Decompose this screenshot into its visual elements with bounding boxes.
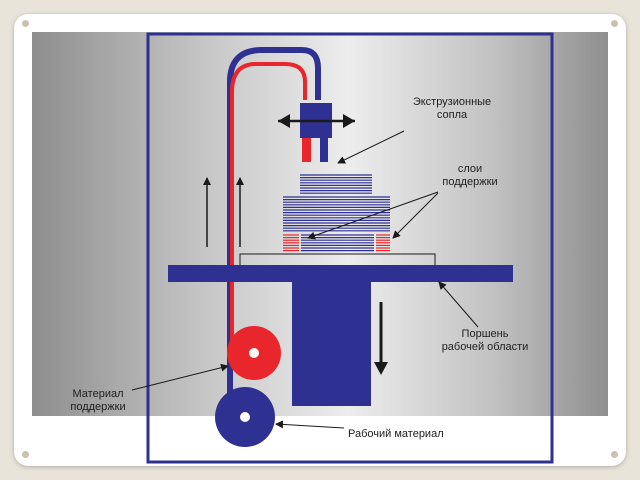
nozzles-leader [337, 130, 405, 164]
piston [292, 280, 371, 406]
nozzles-label-line-1: Экструзионные [412, 96, 492, 108]
support-material-filament [230, 62, 307, 350]
slide-corner-dot [611, 451, 618, 458]
slide-corner-dot [22, 451, 29, 458]
piston-label-line-2: рабочей области [441, 341, 529, 353]
support-material-leader [131, 363, 229, 391]
support-layers-leader-2 [392, 192, 439, 239]
printer-frame [146, 32, 554, 464]
nozzles-label-line-2: сопла [436, 109, 468, 121]
nozzles-label: Экструзионные сопла [392, 96, 512, 122]
printed-part-layers [283, 174, 390, 252]
support-layers-label-line-2: поддержки [442, 176, 498, 188]
build-platform [168, 265, 513, 282]
slide-corner-dot [611, 20, 618, 27]
support-nozzle [302, 138, 311, 162]
build-material-leader [275, 420, 345, 429]
support-material-label: Материал поддержки [58, 388, 138, 414]
build-base-outline [239, 253, 436, 265]
piston-leader [438, 281, 479, 328]
piston-arrow-head [374, 362, 388, 375]
slide-corner-dot [22, 20, 29, 27]
build-material-label: Рабочий материал [348, 428, 444, 440]
support-material-label-line-1: Материал [72, 388, 124, 400]
support-layers-label: слои поддержки [430, 163, 510, 189]
support-material-label-line-2: поддержки [70, 401, 126, 413]
piston-label: Поршень рабочей области [430, 328, 540, 354]
head-arrow-left [278, 114, 290, 128]
piston-label-line-1: Поршень [461, 328, 509, 340]
model-nozzle [320, 138, 328, 162]
support-spool-hub [249, 348, 259, 358]
build-spool-hub [240, 412, 250, 422]
build-material-filament [227, 47, 321, 440]
head-arrow-right [343, 114, 355, 128]
support-layers-label-line-1: слои [457, 163, 483, 175]
support-layers-leader-1 [307, 191, 439, 240]
